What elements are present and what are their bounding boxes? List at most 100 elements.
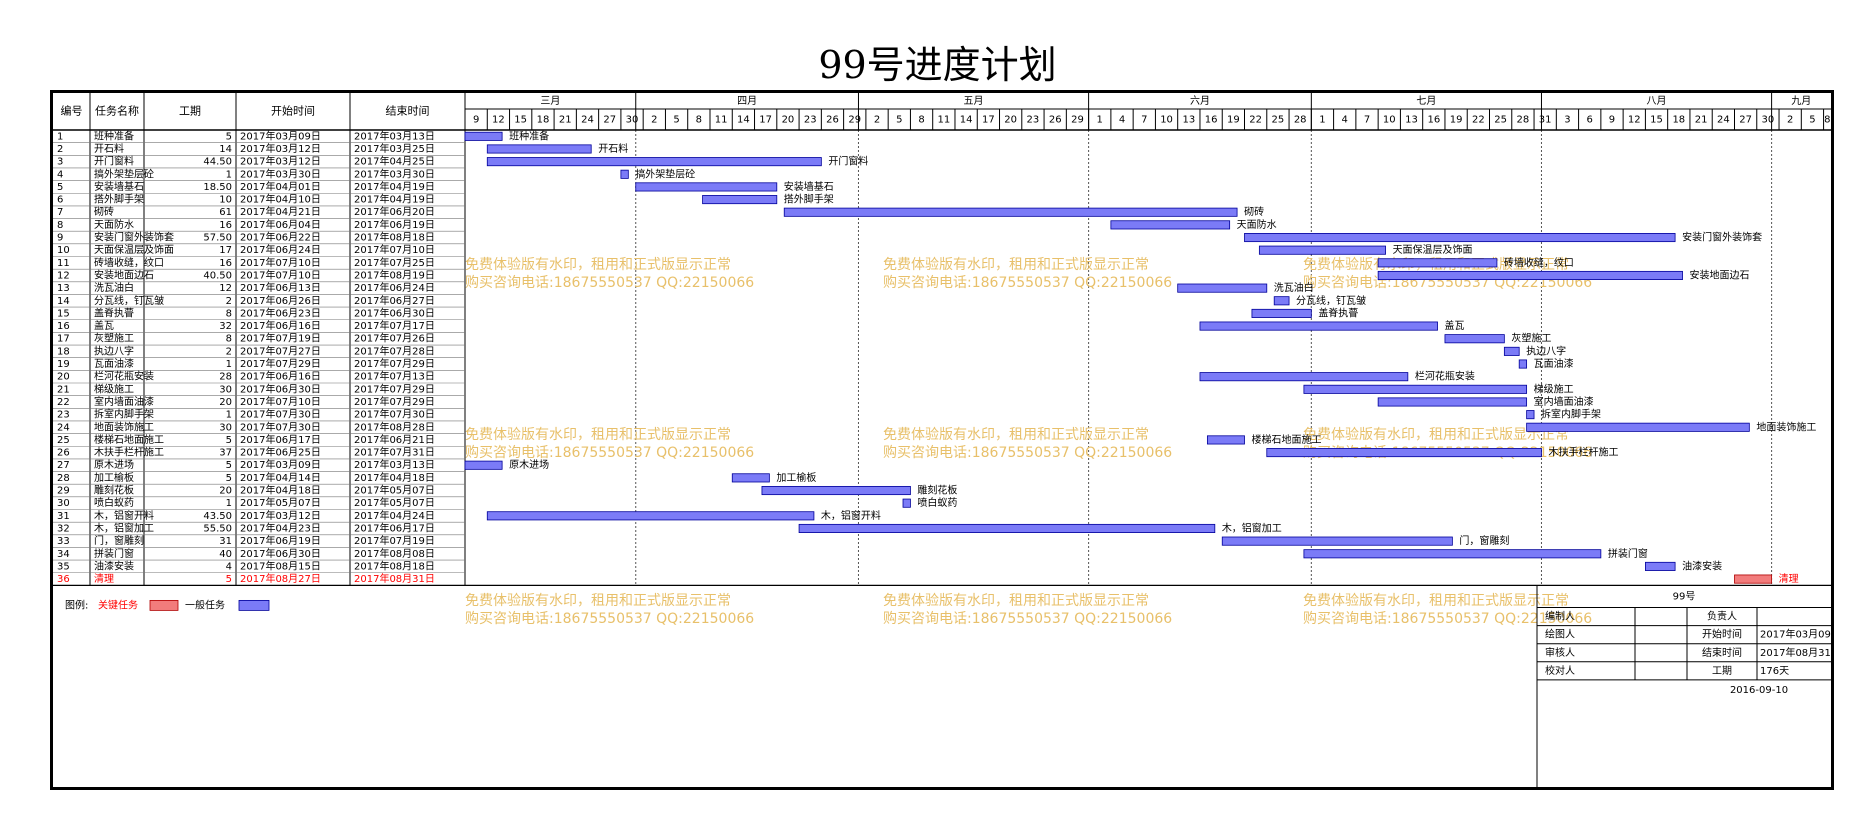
task-end: 2017年07月31日	[354, 446, 435, 459]
task-duration: 4	[226, 561, 232, 572]
day-tick-label: 24	[581, 115, 594, 126]
task-name: 梯级施工	[94, 382, 134, 395]
task-bar-label: 楼梯石地面施工	[1252, 433, 1322, 446]
day-tick-label: 8	[696, 115, 702, 126]
task-end: 2017年07月25日	[354, 256, 435, 269]
task-id: 9	[57, 233, 63, 244]
task-start: 2017年07月10日	[240, 395, 321, 408]
task-start: 2017年06月17日	[240, 433, 321, 446]
task-duration: 40	[219, 549, 232, 560]
watermark-line2: 购买咨询电话:18675550537 QQ:22150066	[465, 445, 754, 461]
task-bar-label: 盖脊执瞢	[1318, 306, 1358, 319]
watermark-line2: 购买咨询电话:18675550537 QQ:22150066	[883, 611, 1172, 627]
task-id: 4	[57, 169, 63, 180]
day-tick-label: 29	[848, 115, 861, 126]
info-cell: 2017年03月09日	[1760, 628, 1831, 641]
task-name: 砌砖	[94, 205, 114, 218]
task-bar	[1377, 270, 1683, 281]
task-duration: 20	[219, 486, 232, 497]
task-start: 2017年03月30日	[240, 167, 321, 180]
task-name: 室内墙面油漆	[94, 395, 154, 408]
task-bar	[1303, 549, 1602, 559]
task-bar	[1303, 384, 1528, 394]
day-tick-label: 27	[603, 115, 616, 126]
task-bar	[1206, 435, 1245, 445]
task-id: 27	[57, 460, 70, 471]
task-name: 洗瓦油白	[94, 281, 134, 294]
day-tick-label: 5	[896, 115, 902, 126]
task-duration: 30	[219, 384, 232, 395]
task-name: 喷白蚁药	[94, 496, 134, 509]
task-id: 18	[57, 346, 70, 357]
task-id: 12	[57, 270, 70, 281]
task-start: 2017年06月19日	[240, 534, 321, 547]
task-id: 15	[57, 308, 70, 319]
legend-normal-label: 一般任务	[185, 598, 225, 611]
day-tick-label: 20	[1004, 115, 1017, 126]
day-tick-label: 12	[492, 115, 505, 126]
task-bar-label: 门，窗雕刻	[1459, 534, 1509, 547]
day-tick-label: 4	[1119, 115, 1125, 126]
task-end: 2017年08月18日	[354, 559, 435, 572]
task-bar	[1526, 410, 1535, 420]
page-title: 99号进度计划	[818, 43, 1057, 87]
info-project: 99号	[1673, 590, 1696, 602]
task-bar	[1444, 334, 1505, 344]
day-tick-label: 26	[1049, 115, 1062, 126]
task-start: 2017年07月27日	[240, 344, 321, 357]
task-id: 17	[57, 334, 70, 345]
task-id: 11	[57, 258, 70, 269]
task-duration: 1	[226, 359, 232, 370]
info-cell: 编制人	[1545, 610, 1575, 623]
task-end: 2017年07月30日	[354, 408, 435, 421]
task-start: 2017年06月30日	[240, 382, 321, 395]
task-bar	[1526, 422, 1750, 432]
task-start: 2017年06月16日	[240, 370, 321, 383]
watermark-line1: 免费体验版有水印，租用和正式版显示正常	[465, 257, 731, 273]
task-duration: 43.50	[203, 511, 232, 522]
task-duration: 32	[219, 321, 232, 332]
info-cell: 结束时间	[1702, 646, 1742, 659]
watermark-line2: 购买咨询电话:18675550537 QQ:22150066	[883, 275, 1172, 291]
watermark-line1: 免费体验版有水印，租用和正式版显示正常	[1303, 593, 1569, 609]
task-start: 2017年07月30日	[240, 420, 321, 433]
task-bar	[1258, 245, 1386, 255]
task-name: 盖脊执瞢	[94, 306, 134, 319]
task-duration: 37	[219, 448, 232, 459]
task-id: 29	[57, 486, 70, 497]
month-label: 九月	[1791, 95, 1811, 107]
watermark-line1: 免费体验版有水印，租用和正式版显示正常	[465, 427, 731, 443]
task-id: 5	[57, 182, 63, 193]
day-tick-label: 5	[673, 115, 679, 126]
task-id: 21	[57, 384, 70, 395]
task-start: 2017年04月14日	[240, 471, 321, 484]
task-name: 天面防水	[94, 218, 134, 231]
day-tick-label: 14	[960, 115, 973, 126]
task-name: 瓦面油漆	[94, 357, 134, 370]
info-cell: 176天	[1760, 666, 1789, 677]
task-end: 2017年04月18日	[354, 471, 435, 484]
task-bar	[1199, 372, 1409, 382]
task-end: 2017年07月26日	[354, 332, 435, 345]
task-end: 2017年07月17日	[354, 319, 435, 332]
task-bar-label: 班种准备	[509, 129, 549, 142]
task-duration: 57.50	[203, 233, 232, 244]
task-bar	[486, 157, 822, 167]
day-tick-label: 15	[514, 115, 527, 126]
task-bar	[464, 131, 503, 141]
legend-critical-swatch	[149, 599, 179, 611]
watermark-line2: 购买咨询电话:18675550537 QQ:22150066	[883, 445, 1172, 461]
header-id: 编号	[61, 104, 83, 118]
task-start: 2017年06月22日	[240, 231, 321, 244]
task-duration: 20	[219, 397, 232, 408]
info-cell: 审核人	[1545, 646, 1575, 659]
task-id: 7	[57, 207, 63, 218]
task-duration: 5	[226, 460, 232, 471]
task-bar	[635, 182, 778, 192]
day-tick-label: 22	[1249, 115, 1262, 126]
task-bar-label: 栏河花瓶安装	[1415, 370, 1475, 383]
task-end: 2017年08月19日	[354, 268, 435, 281]
day-tick-label: 28	[1517, 115, 1530, 126]
day-tick-label: 2	[651, 115, 657, 126]
task-name: 油漆安装	[94, 559, 134, 572]
